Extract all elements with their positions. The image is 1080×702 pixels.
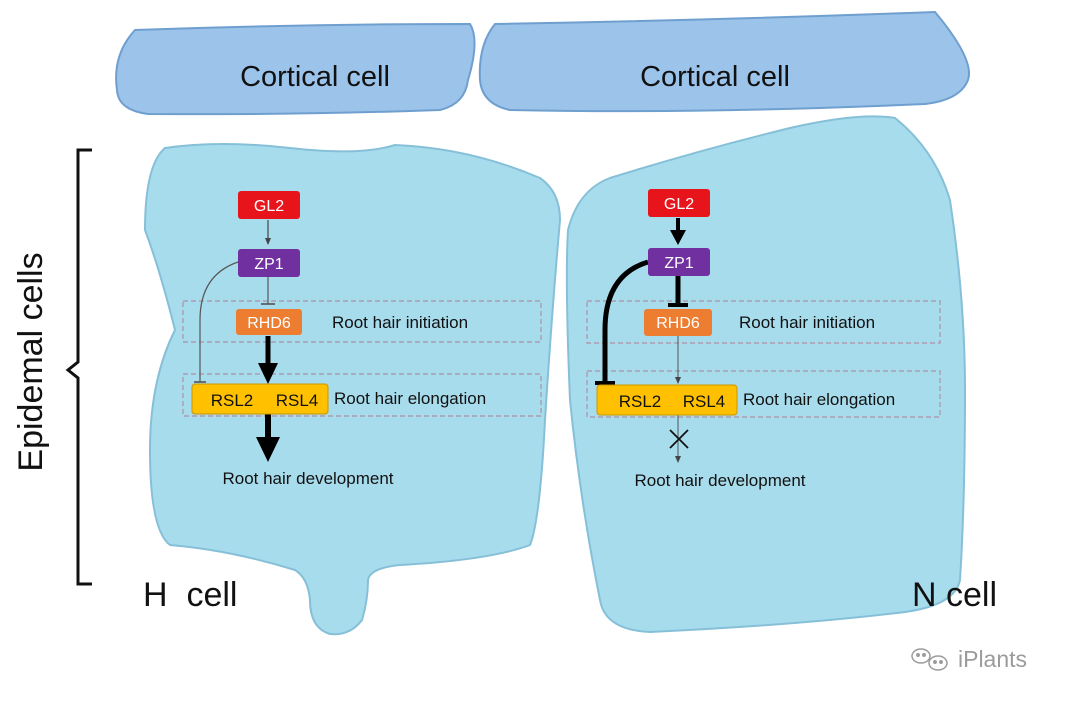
h-zp1-node	[238, 249, 300, 277]
n-zp1-inhibits-rsl	[602, 259, 649, 382]
epidermal-cells-label: Epidemal cells	[12, 252, 50, 471]
n-gl2-to-zp1-arrowhead	[670, 230, 686, 245]
cortical-cell-left-label: Cortical cell	[240, 61, 390, 93]
n-rhd6-label: RHD6	[656, 315, 700, 332]
h-elongation-label: Root hair elongation	[334, 389, 486, 408]
h-zp1-label: ZP1	[254, 256, 283, 273]
h-development-label: Root hair development	[222, 469, 393, 488]
n-cell-body	[565, 115, 967, 634]
h-rsl-node	[191, 383, 329, 415]
n-elongation-box	[586, 370, 941, 418]
n-rsl4-label: RSL4	[683, 392, 726, 411]
h-rsl2-label: RSL2	[211, 391, 254, 410]
n-initiation-box	[586, 300, 941, 344]
cortical-cell-right-label: Cortical cell	[640, 61, 790, 93]
n-blocked-x-icon	[669, 429, 689, 449]
n-rsl2-label: RSL2	[619, 392, 662, 411]
h-rhd6-to-rsl-arrowhead	[258, 363, 278, 384]
watermark-logo-icon	[911, 648, 948, 671]
h-gl2-node	[238, 191, 300, 219]
n-zp1-label: ZP1	[664, 255, 693, 272]
h-gl2-label: GL2	[254, 198, 284, 215]
cortical-cell-left: Cortical cell	[115, 22, 476, 116]
h-rhd6-node	[236, 309, 302, 335]
h-zp1-inhibits-rsl	[199, 261, 239, 382]
n-development-label: Root hair development	[634, 471, 805, 490]
h-initiation-label: Root hair initiation	[332, 313, 468, 332]
h-rhd6-label: RHD6	[247, 315, 291, 332]
n-gl2-node	[648, 189, 710, 217]
watermark-text: iPlants	[958, 646, 1027, 672]
n-zp1-node	[648, 248, 710, 276]
n-cell-label: N cell	[912, 576, 997, 614]
n-elongation-label: Root hair elongation	[743, 390, 895, 409]
epidermal-bracket	[65, 148, 92, 586]
h-rsl4-label: RSL4	[276, 391, 319, 410]
h-rsl-to-dev-arrowhead	[256, 437, 280, 462]
cortical-cell-right: Cortical cell	[478, 10, 970, 113]
n-gl2-label: GL2	[664, 196, 694, 213]
h-initiation-box	[182, 300, 542, 343]
n-rsl-node	[596, 384, 738, 416]
h-elongation-box	[182, 373, 542, 417]
n-rhd6-node	[644, 309, 712, 336]
h-cell-label: H cell	[143, 576, 237, 614]
n-initiation-label: Root hair initiation	[739, 313, 875, 332]
watermark: iPlants	[911, 646, 1027, 672]
